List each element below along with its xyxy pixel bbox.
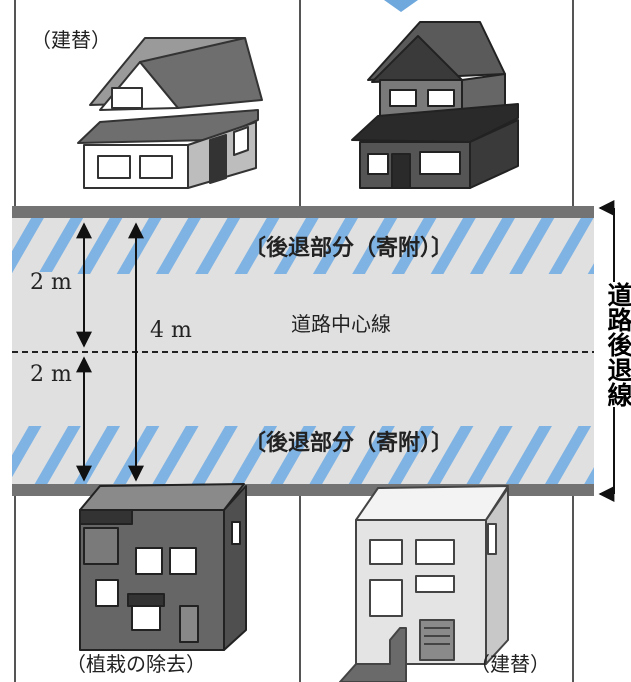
house-label-top-left: （建替）: [31, 28, 111, 52]
setback-hatch-bottom: [12, 426, 594, 488]
full-width-label: 4 m: [150, 318, 192, 343]
house-icon: [351, 21, 519, 189]
half-width-label-top: 2 m: [30, 270, 72, 295]
setback-hatch-top: [12, 212, 594, 274]
lot-boundaries: [14, 0, 574, 682]
road-edge-top: [12, 206, 594, 218]
house-label-bottom-right: （建替）: [470, 652, 550, 676]
setback-area-label-bottom: 〔後退部分（寄附）〕: [244, 431, 454, 456]
down-arrow-icon: [384, 0, 418, 12]
dimension-arrow-icon: [76, 222, 144, 482]
setback-area-label-top: 〔後退部分（寄附）〕: [244, 236, 454, 261]
house-icon: [77, 37, 263, 189]
house-label-bottom-left: （植栽の除去）: [66, 652, 206, 676]
road: [12, 206, 594, 496]
house-icon: [339, 485, 509, 682]
centerline-label: 道路中心線: [291, 312, 391, 336]
road-setback-line-label: 道路後退線: [594, 282, 631, 407]
house-icon: [79, 483, 247, 651]
half-width-label-bottom: 2 m: [30, 362, 72, 387]
